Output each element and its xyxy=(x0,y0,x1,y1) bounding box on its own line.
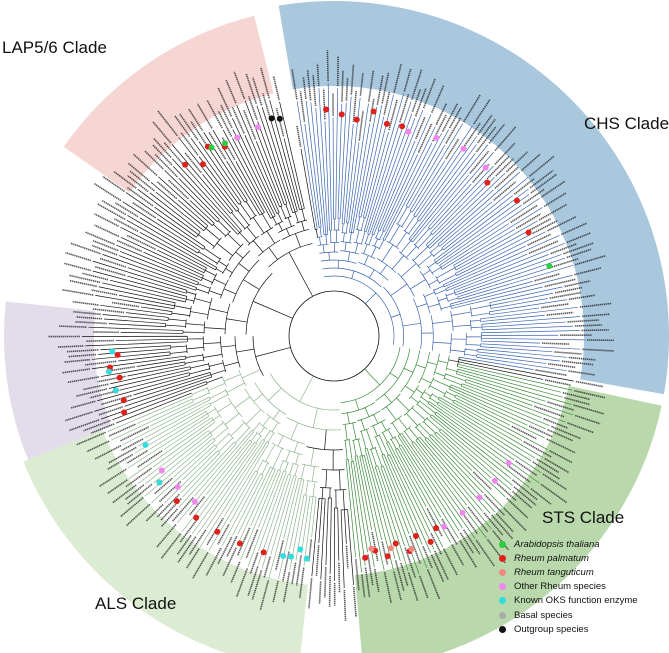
leaf-marker xyxy=(234,134,241,141)
leaf-marker xyxy=(513,197,520,204)
leaf-marker xyxy=(268,115,275,122)
legend-label: Arabidopsis thaliana xyxy=(514,538,600,550)
legend-dot-icon xyxy=(499,568,506,576)
leaf-marker xyxy=(405,128,412,135)
legend-label: Rheum palmatum xyxy=(514,552,589,564)
leaf-marker xyxy=(441,523,448,530)
leaf-marker xyxy=(482,164,489,171)
clade-label-lap: LAP5/6 Clade xyxy=(2,38,107,57)
leaf-marker xyxy=(280,552,287,559)
clade-label-sts: STS Clade xyxy=(542,508,625,527)
leaf-marker xyxy=(433,525,440,532)
leaf-marker xyxy=(120,397,127,404)
leaf-marker xyxy=(112,387,119,394)
tree-branches xyxy=(107,369,342,580)
leaf-marker xyxy=(353,116,360,123)
legend-item: Known OKS function enzyme xyxy=(499,594,638,608)
leaf-marker xyxy=(505,459,512,466)
leaf-marker xyxy=(208,144,215,151)
clade-label-als: ALS Clade xyxy=(95,594,177,613)
leaf-marker xyxy=(158,467,165,474)
legend-item: Rheum palmatum xyxy=(499,551,638,565)
leaf-marker xyxy=(222,140,229,147)
leaf-marker xyxy=(427,538,434,545)
legend-item: Outgroup species xyxy=(499,622,638,636)
leaf-marker xyxy=(387,545,394,552)
leaf-marker xyxy=(156,479,163,486)
leaf-marker xyxy=(384,553,391,560)
leaf-marker xyxy=(276,115,283,122)
legend-label: Other Rheum species xyxy=(514,581,606,593)
leaf-marker xyxy=(546,263,553,270)
legend-label: Rheum tanguticum xyxy=(514,566,594,578)
leaf-marker xyxy=(260,549,267,556)
leaf-marker xyxy=(116,374,123,381)
leaf-marker xyxy=(491,477,498,484)
leaf-marker xyxy=(408,545,415,552)
leaf-marker xyxy=(254,124,261,131)
leaf-marker xyxy=(214,528,221,535)
leaf-marker xyxy=(109,348,116,355)
leaf-marker xyxy=(121,409,128,416)
legend-label: Known OKS function enzyme xyxy=(514,595,638,607)
clade-sector-chs xyxy=(278,0,669,395)
leaf-marker xyxy=(484,179,491,186)
legend-label: Basal species xyxy=(514,609,573,621)
legend-item: Basal species xyxy=(499,608,638,622)
legend-dot-icon xyxy=(499,597,506,605)
leaf-marker xyxy=(297,546,304,553)
tree-root-circle xyxy=(288,290,380,382)
leaf-marker xyxy=(142,441,149,448)
clade-sector-als xyxy=(23,429,308,653)
leaf-marker xyxy=(182,161,189,168)
leaf-marker xyxy=(383,120,390,127)
leaf-marker xyxy=(399,123,406,130)
leaf-marker xyxy=(323,106,330,113)
legend-dot-icon xyxy=(499,554,506,562)
clade-sector-oks xyxy=(3,301,112,460)
leaf-marker xyxy=(191,498,198,505)
legend-item: Rheum tanguticum xyxy=(499,565,638,579)
leaf-marker xyxy=(362,554,369,561)
leaf-labels xyxy=(48,50,615,621)
legend-dot-icon xyxy=(499,611,506,619)
leaf-marker xyxy=(370,108,377,115)
leaf-marker xyxy=(199,161,206,168)
tree-branches xyxy=(296,83,585,372)
legend-item: Arabidopsis thaliana xyxy=(499,537,638,551)
leaf-marker xyxy=(476,494,483,501)
leaf-marker xyxy=(338,111,345,118)
legend-dot-icon xyxy=(499,625,506,633)
legend-item: Other Rheum species xyxy=(499,580,638,594)
leaf-marker xyxy=(412,532,419,539)
leaf-marker xyxy=(303,555,310,562)
leaf-marker xyxy=(105,368,112,375)
leaf-marker xyxy=(368,545,375,552)
clade-sector-lap xyxy=(63,15,274,193)
leaf-marker xyxy=(433,134,440,141)
leaf-marker xyxy=(193,514,200,521)
tree-branches xyxy=(81,100,574,588)
leaf-marker xyxy=(525,229,532,236)
legend-dot-icon xyxy=(499,540,506,548)
legend-label: Outgroup species xyxy=(514,623,589,635)
leaf-marker xyxy=(114,351,121,358)
clade-label-chs: CHS Clade xyxy=(584,114,669,133)
leaf-marker xyxy=(173,498,180,505)
leaf-marker xyxy=(236,540,243,547)
leaf-marker xyxy=(459,509,466,516)
leaf-marker xyxy=(460,145,467,152)
leaf-marker xyxy=(288,553,295,560)
legend-dot-icon xyxy=(499,583,506,591)
clade-sector-sts xyxy=(354,385,662,653)
leaf-marker xyxy=(392,540,399,547)
tree-branches xyxy=(340,347,574,575)
leaf-marker xyxy=(174,483,181,490)
